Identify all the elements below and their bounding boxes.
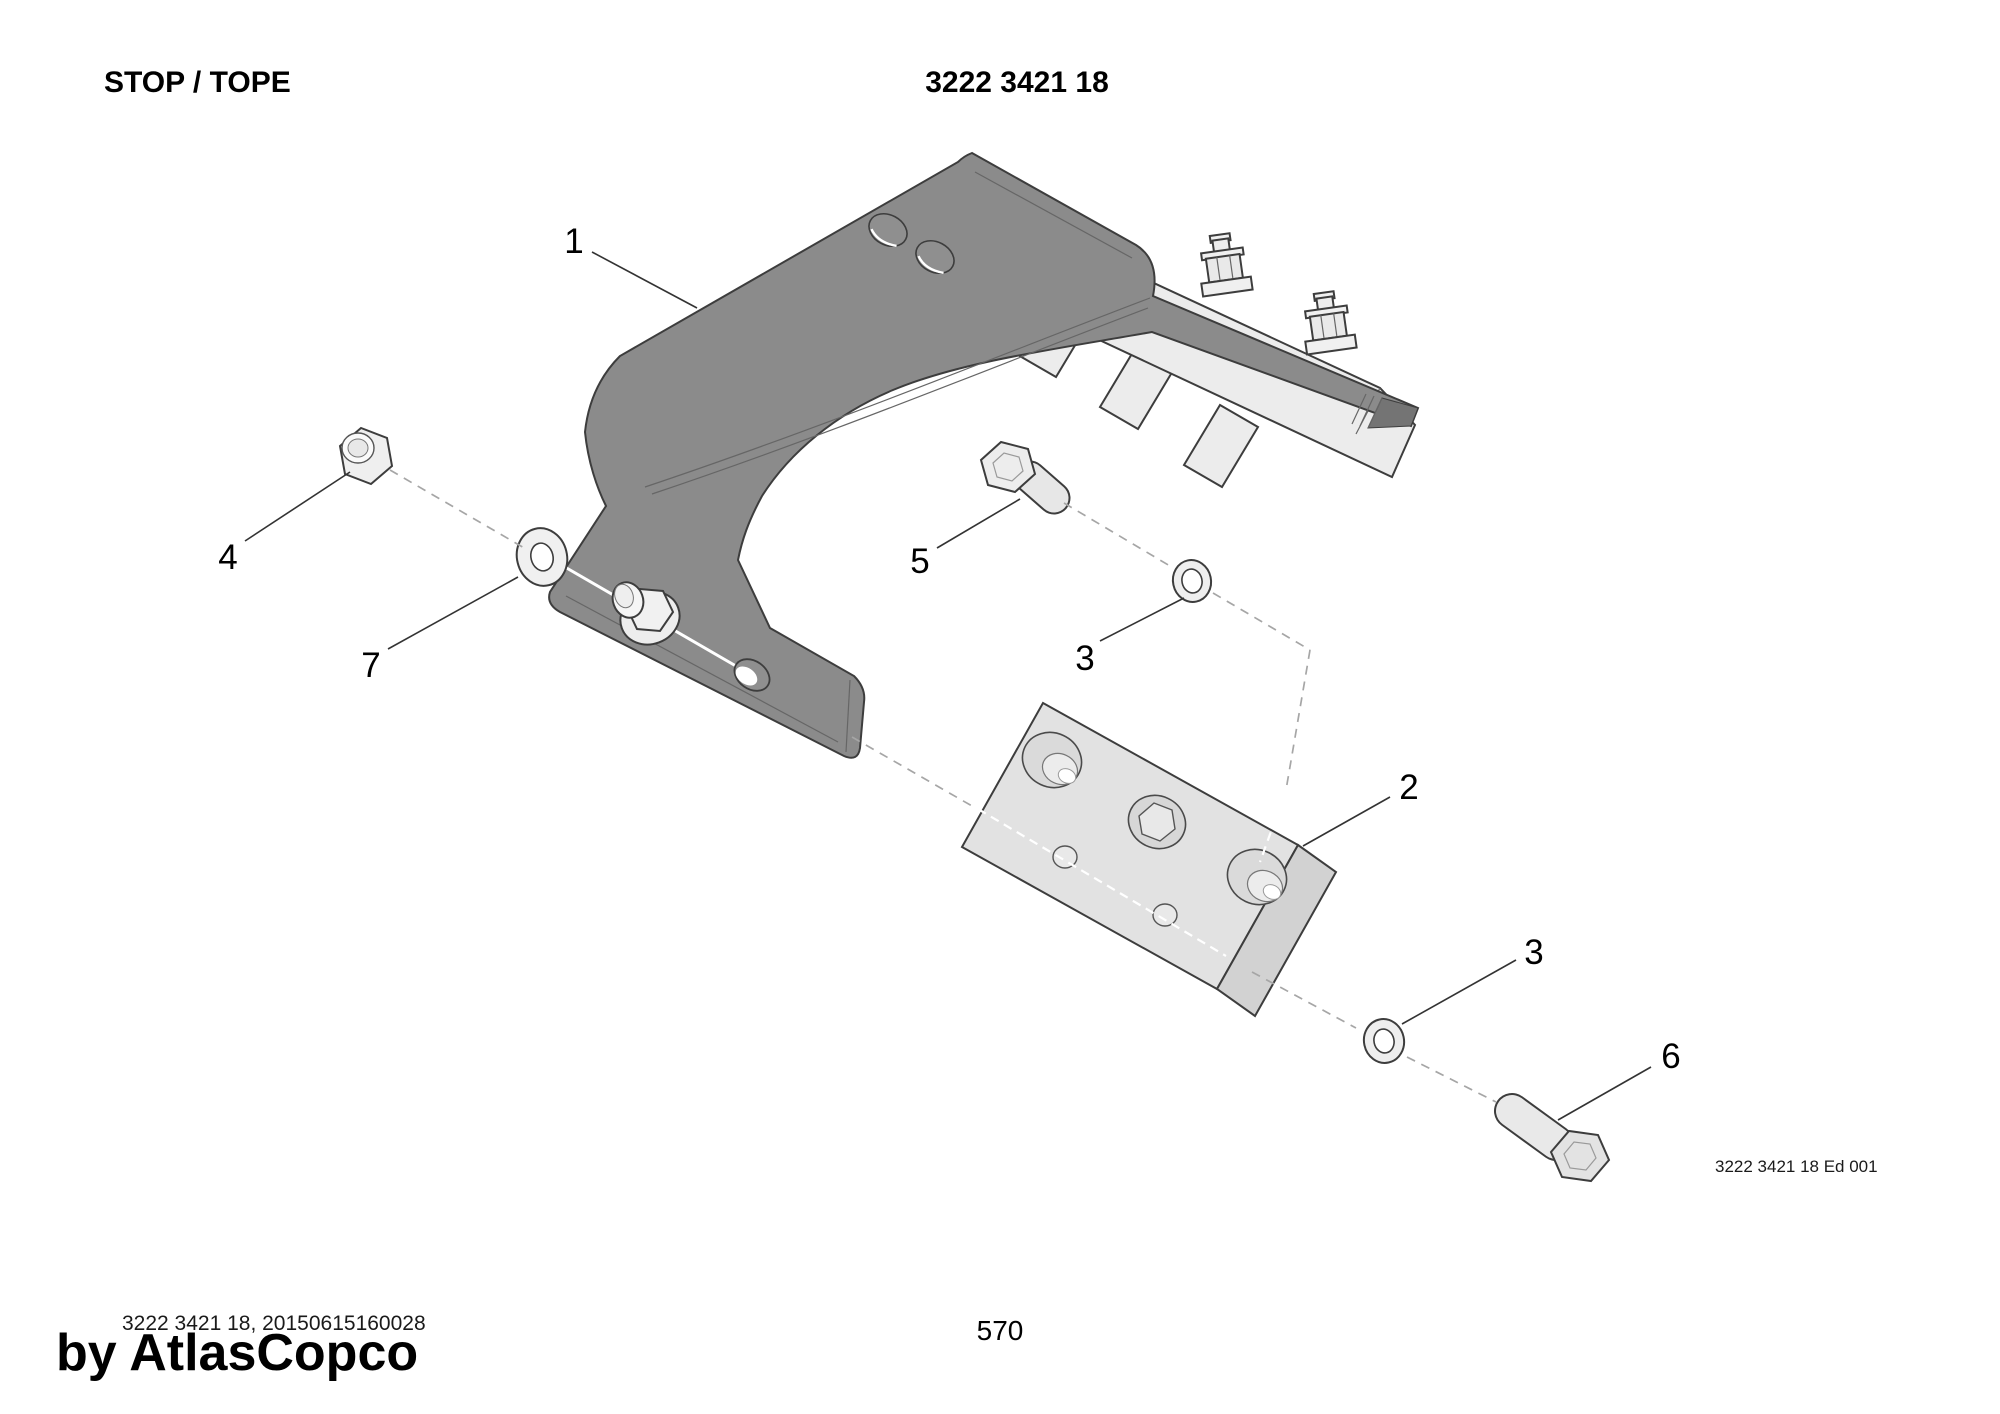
block-side	[1215, 843, 1338, 1018]
axis-dashed	[851, 736, 973, 807]
block-countersunk-hole	[1226, 848, 1288, 906]
callout-label-3-upper: 3	[1075, 639, 1094, 678]
axis-line-block	[977, 808, 1227, 957]
block-small-hole	[1152, 903, 1178, 927]
edition-reference: 3222 3421 18 Ed 001	[1715, 1157, 1878, 1176]
callout-label-2: 2	[1399, 768, 1418, 807]
rail-tab	[1182, 403, 1260, 489]
leader-4	[244, 471, 351, 542]
leader-7	[387, 576, 519, 650]
assembly-axes	[389, 469, 1497, 1103]
bracket-fold-line2	[651, 307, 1149, 495]
callout-labels: 1 2 3 3 4 5 6 7	[218, 222, 1680, 1076]
bracket-part-1	[548, 151, 1420, 759]
stop-block-part-2	[960, 701, 1338, 1018]
bend-hatch	[1351, 393, 1367, 425]
foot-bolt	[611, 581, 681, 646]
lock-washer-part-3-upper	[1171, 559, 1213, 603]
axis-dashed	[389, 469, 527, 550]
document-number: 3222 3421 18	[925, 66, 1109, 99]
bend-hatch	[1367, 397, 1383, 429]
lock-nut-part-4	[338, 426, 394, 486]
watermark: by AtlasCopco	[56, 1324, 418, 1382]
lock-washer-part-3-lower	[1362, 1018, 1406, 1064]
axis-dashed	[1063, 502, 1171, 567]
bracket-edge-highlight	[974, 171, 1133, 259]
leader-1	[591, 251, 698, 309]
axis-line-block-vert	[1258, 789, 1288, 863]
file-reference: 3222 3421 18, 20150615160028	[122, 1312, 426, 1335]
page-title: STOP / TOPE	[104, 66, 291, 99]
bracket-hole	[915, 239, 955, 275]
callout-label-4: 4	[218, 538, 237, 577]
block-hex-socket-hole	[1127, 794, 1187, 850]
callout-label-6: 6	[1661, 1037, 1680, 1076]
bracket-silhouette	[548, 151, 1420, 759]
axis-dashed	[1251, 971, 1357, 1029]
callout-label-1: 1	[564, 222, 583, 261]
hex-bolt-part-5	[979, 440, 1071, 515]
callout-label-5: 5	[910, 542, 929, 581]
callout-label-7: 7	[361, 646, 380, 685]
bracket-fold-line	[644, 297, 1151, 488]
rail-bolt	[1199, 232, 1254, 298]
axis-dashed	[1285, 649, 1311, 791]
axis-dashed	[1212, 592, 1311, 651]
foot-end-line	[845, 679, 851, 753]
leader-3-upper	[1099, 597, 1185, 642]
flat-washer-part-7	[515, 527, 569, 587]
leader-3-lower	[1401, 959, 1517, 1025]
foot-thickness-line	[565, 595, 839, 743]
leader-5	[936, 498, 1021, 549]
bend-hatch	[1359, 395, 1375, 427]
bracket-hole	[868, 212, 908, 248]
callout-label-3-lower: 3	[1524, 933, 1543, 972]
leader-6	[1557, 1066, 1652, 1121]
callout-leaders	[244, 251, 1652, 1121]
foot-oval-hole	[733, 658, 771, 692]
leader-2	[1302, 796, 1391, 847]
block-small-hole	[1052, 845, 1078, 869]
block-countersunk-hole	[1021, 731, 1083, 789]
axis-dashed	[1406, 1056, 1497, 1103]
hex-bolt-part-6	[1494, 1093, 1611, 1183]
page-number: 570	[977, 1315, 1024, 1346]
rail-bolt	[1303, 290, 1358, 356]
